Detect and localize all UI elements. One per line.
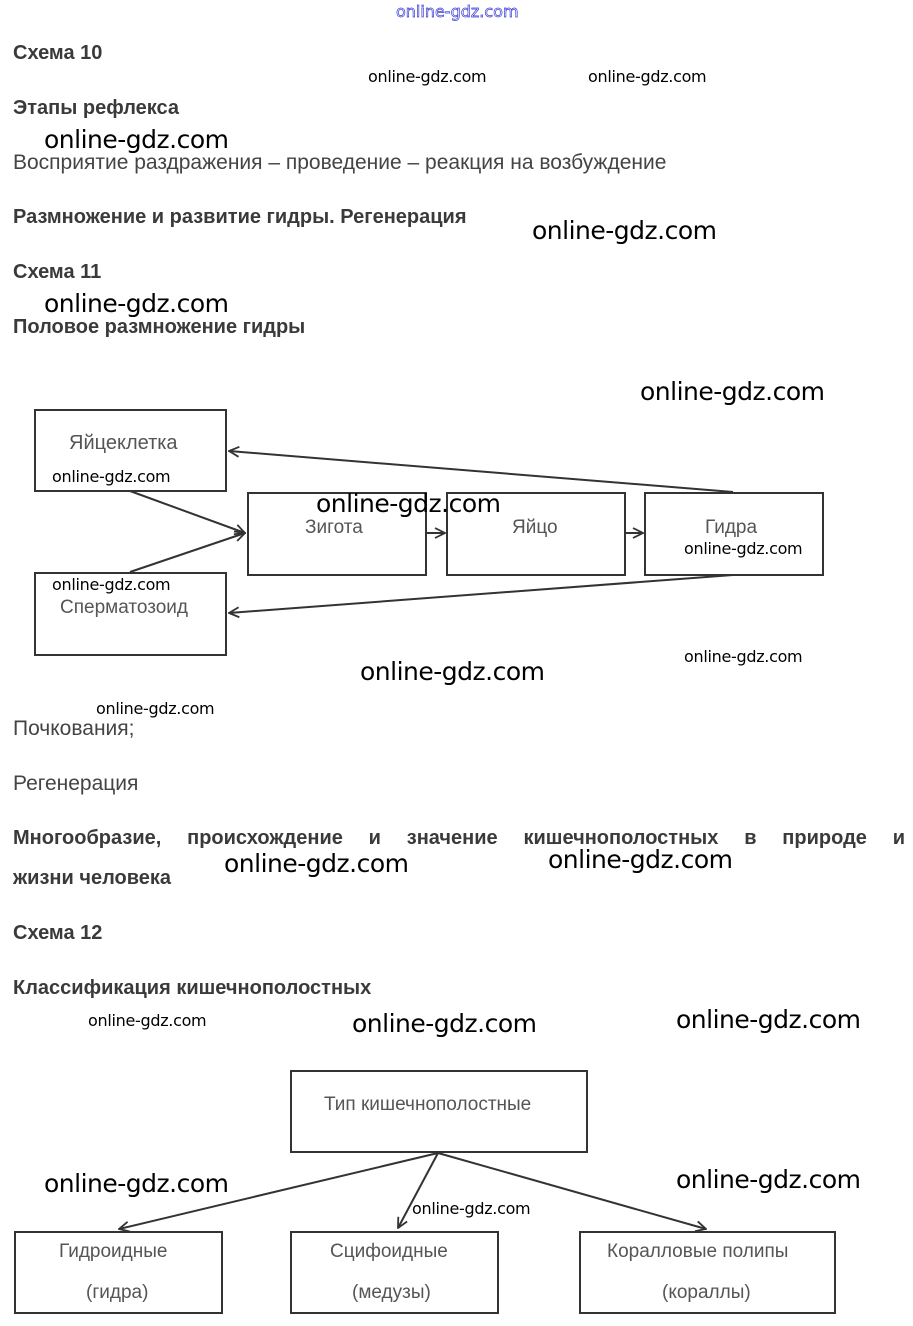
arrow-hydra-to-sperm [229, 574, 734, 613]
scyphoid-label: Сцифоидные [330, 1241, 448, 1262]
sperm-box: Сперматозоид [34, 572, 227, 656]
phylum-label: Тип кишечнополостные [324, 1094, 532, 1115]
watermark: online-gdz.com [684, 647, 803, 666]
watermark: online-gdz.com [412, 1199, 531, 1218]
diversity-heading-line1: Многообразие, происхождение и значение к… [13, 827, 905, 849]
arrow-root-to-hydroid [119, 1152, 439, 1229]
hydra-box: Гидра [644, 492, 824, 576]
scheme-12-title: Схема 12 [13, 922, 103, 944]
watermark: online-gdz.com [640, 377, 825, 406]
arrow-root-to-scyphoid [398, 1152, 439, 1228]
arrow-sperm-to-zygote [129, 533, 245, 573]
watermark: online-gdz.com [352, 1009, 537, 1038]
budding-text: Почкования; [13, 717, 135, 740]
hydroid-label: Гидроидные [59, 1241, 168, 1262]
egg-label: Яйцо [512, 517, 558, 538]
egg-box: Яйцо [446, 492, 626, 576]
arrow-root-to-coral [437, 1152, 706, 1229]
watermark: online-gdz.com [44, 289, 229, 318]
hydra-label: Гидра [705, 517, 758, 538]
watermark: online-gdz.com [88, 1011, 207, 1030]
classification-heading: Классификация кишечнополостных [13, 977, 372, 999]
reflex-stages-text: Восприятие раздражения – проведение – ре… [13, 151, 667, 174]
watermark: online-gdz.com [44, 1169, 229, 1198]
hydroid-box: Гидроидные (гидра) [14, 1231, 223, 1314]
watermark-top: online-gdz.com [396, 2, 519, 22]
watermark: online-gdz.com [96, 699, 215, 718]
egg-cell-box: Яйцеклетка [34, 409, 227, 492]
watermark: online-gdz.com [532, 216, 717, 245]
watermark: online-gdz.com [676, 1005, 861, 1034]
watermark: online-gdz.com [52, 575, 171, 594]
sexual-reproduction-heading: Половое размножение гидры [13, 316, 306, 338]
arrow-egg-to-zygote [129, 490, 245, 533]
reflex-stages-heading: Этапы рефлекса [13, 97, 180, 119]
watermark: online-gdz.com [684, 539, 803, 558]
scheme-11-title: Схема 11 [13, 261, 102, 283]
scheme-10-title: Схема 10 [13, 42, 103, 64]
watermark: online-gdz.com [548, 845, 733, 874]
coral-box: Коралловые полипы (кораллы) [579, 1231, 836, 1314]
watermark: online-gdz.com [588, 67, 707, 86]
egg-cell-label: Яйцеклетка [69, 432, 178, 454]
watermark: online-gdz.com [224, 849, 409, 878]
watermark: online-gdz.com [316, 489, 501, 518]
scyphoid-example: (медузы) [352, 1282, 431, 1303]
hydroid-example: (гидра) [86, 1282, 149, 1303]
coral-label: Коралловые полипы [607, 1241, 789, 1262]
diversity-heading-line2: жизни человека [13, 867, 172, 889]
scyphoid-box: Сцифоидные (медузы) [290, 1231, 499, 1314]
arrow-hydra-to-egg-cell [229, 451, 734, 493]
zygote-box: Зигота [247, 492, 427, 576]
watermark: online-gdz.com [368, 67, 487, 86]
sperm-label: Сперматозоид [60, 597, 188, 618]
watermark: online-gdz.com [44, 125, 229, 154]
regeneration-text: Регенерация [13, 772, 139, 795]
coral-example: (кораллы) [662, 1282, 751, 1303]
watermark: online-gdz.com [52, 467, 171, 486]
watermark: online-gdz.com [360, 657, 545, 686]
hydra-reproduction-heading: Размножение и развитие гидры. Регенераци… [13, 206, 467, 228]
watermark: online-gdz.com [676, 1165, 861, 1194]
zygote-label: Зигота [305, 517, 363, 538]
phylum-box: Тип кишечнополостные [290, 1070, 588, 1153]
